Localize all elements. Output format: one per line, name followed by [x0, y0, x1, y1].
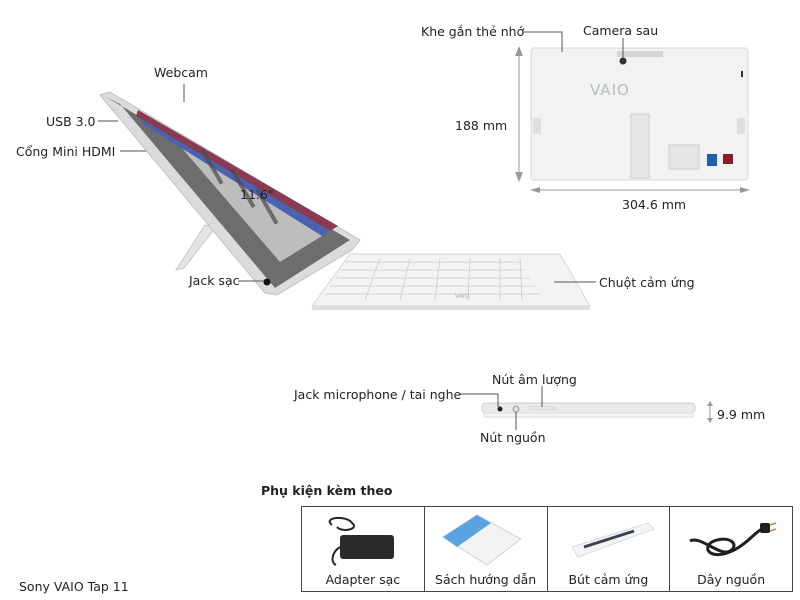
width-dimension-label: 304.6 mm [622, 197, 687, 212]
touchpad-label: Chuột cảm ứng [599, 275, 695, 290]
manual-book-icon [441, 514, 522, 566]
charging-jack-port [263, 278, 271, 286]
height-dimension-label: 188 mm [455, 118, 508, 133]
power-button [512, 405, 520, 413]
volume-button [527, 406, 555, 410]
stylus-pen-icon [570, 522, 655, 558]
accessory-stylus: Bút cảm ứng [548, 507, 671, 591]
accessory-label: Dây nguồn [697, 572, 766, 587]
screen-size-label: 11.6" [240, 187, 274, 202]
product-name: Sony VAIO Tap 11 [19, 579, 129, 594]
accessories-table: Adapter sạc Sách hướng dẫn Bút cảm ứng D… [301, 506, 793, 592]
svg-text:VAIO: VAIO [455, 293, 470, 300]
accessories-title: Phụ kiện kèm theo [261, 483, 393, 498]
charging-jack-label: Jack sạc [189, 273, 240, 288]
usb-label: USB 3.0 [46, 114, 96, 129]
windows-badge [723, 154, 733, 164]
back-vent [617, 51, 663, 57]
back-kickstand [630, 113, 650, 179]
kickstand [174, 224, 216, 271]
webcam-label: Webcam [154, 65, 208, 80]
accessory-label: Sách hướng dẫn [435, 572, 537, 587]
rear-camera-label: Camera sau [583, 23, 659, 38]
audio-jack-label: Jack microphone / tai nghe [294, 387, 462, 402]
accessory-manual: Sách hướng dẫn [425, 507, 548, 591]
power-adapter-icon [328, 517, 394, 566]
mini-hdmi-label: Cổng Mini HDMI [16, 144, 116, 159]
accessory-power-cord: Dây nguồn [670, 507, 792, 591]
volume-button-label: Nút âm lượng [492, 372, 577, 387]
audio-jack-port [497, 406, 503, 412]
power-cord-icon [689, 522, 777, 556]
intel-badge [707, 154, 717, 166]
power-button-label: Nút nguồn [480, 430, 546, 445]
accessory-adapter: Adapter sạc [302, 507, 425, 591]
svg-text:VAIO: VAIO [590, 81, 630, 99]
memory-slot-label: Khe gắn thẻ nhớ [421, 24, 525, 39]
thickness-label: 9.9 mm [717, 407, 766, 422]
accessory-label: Adapter sạc [325, 572, 401, 587]
accessory-label: Bút cảm ứng [568, 572, 649, 587]
rear-camera-lens [619, 57, 627, 65]
